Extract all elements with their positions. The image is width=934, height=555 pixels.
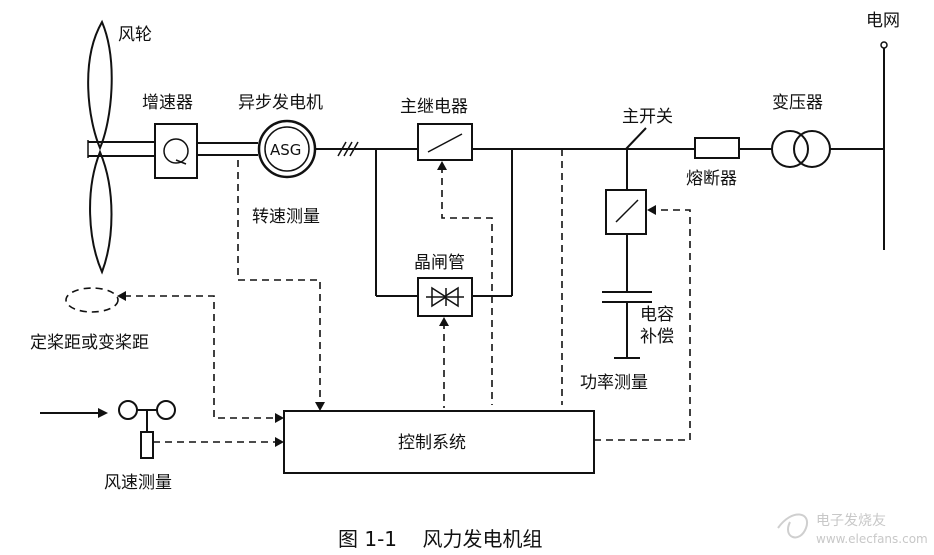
watermark-logo	[777, 513, 809, 539]
generator-label: 异步发电机	[238, 93, 323, 113]
pitch-label: 定桨距或变桨距	[30, 333, 149, 353]
capacitor-label-1: 电容	[640, 305, 674, 325]
wind-arrow-head	[98, 408, 108, 418]
main-relay-label: 主继电器	[400, 97, 468, 117]
capacitor-label-2: 补偿	[640, 327, 674, 347]
main-switch-label: 主开关	[622, 107, 673, 127]
grid-label: 电网	[866, 11, 900, 31]
gearbox	[154, 123, 198, 179]
speed-measure-label: 转速测量	[252, 207, 320, 227]
pitch-signal-line	[124, 295, 278, 419]
generator-symbol: ASG	[270, 141, 301, 159]
control-system-box	[283, 410, 595, 474]
fuse-label: 熔断器	[686, 169, 737, 189]
power-measure-label: 功率测量	[580, 373, 648, 393]
thyristor	[417, 277, 473, 317]
main-relay	[417, 123, 473, 161]
grid-terminal	[880, 41, 888, 49]
rotor-label: 风轮	[118, 25, 152, 45]
wind-speed-label: 风速测量	[104, 473, 172, 493]
thyristor-label: 晶闸管	[414, 253, 465, 273]
fuse	[694, 137, 740, 159]
control-system-label: 控制系统	[398, 433, 466, 453]
main-switch	[625, 127, 647, 150]
generator	[257, 119, 317, 179]
transformer	[771, 130, 831, 168]
watermark-url: www.elecfans.com	[816, 532, 928, 546]
rotor-blades	[87, 19, 113, 275]
figure-caption: 图 1-1 风力发电机组	[338, 527, 542, 551]
relay-signal-line	[441, 166, 493, 405]
speed-signal-line	[237, 160, 321, 405]
cap-switch	[605, 189, 647, 235]
watermark-text: 电子发烧友	[816, 513, 886, 529]
anemometer	[118, 400, 176, 459]
gearbox-label: 增速器	[142, 93, 193, 113]
power-signal-line	[594, 209, 691, 441]
transformer-label: 变压器	[772, 93, 823, 113]
pitch-ellipse	[65, 287, 119, 313]
